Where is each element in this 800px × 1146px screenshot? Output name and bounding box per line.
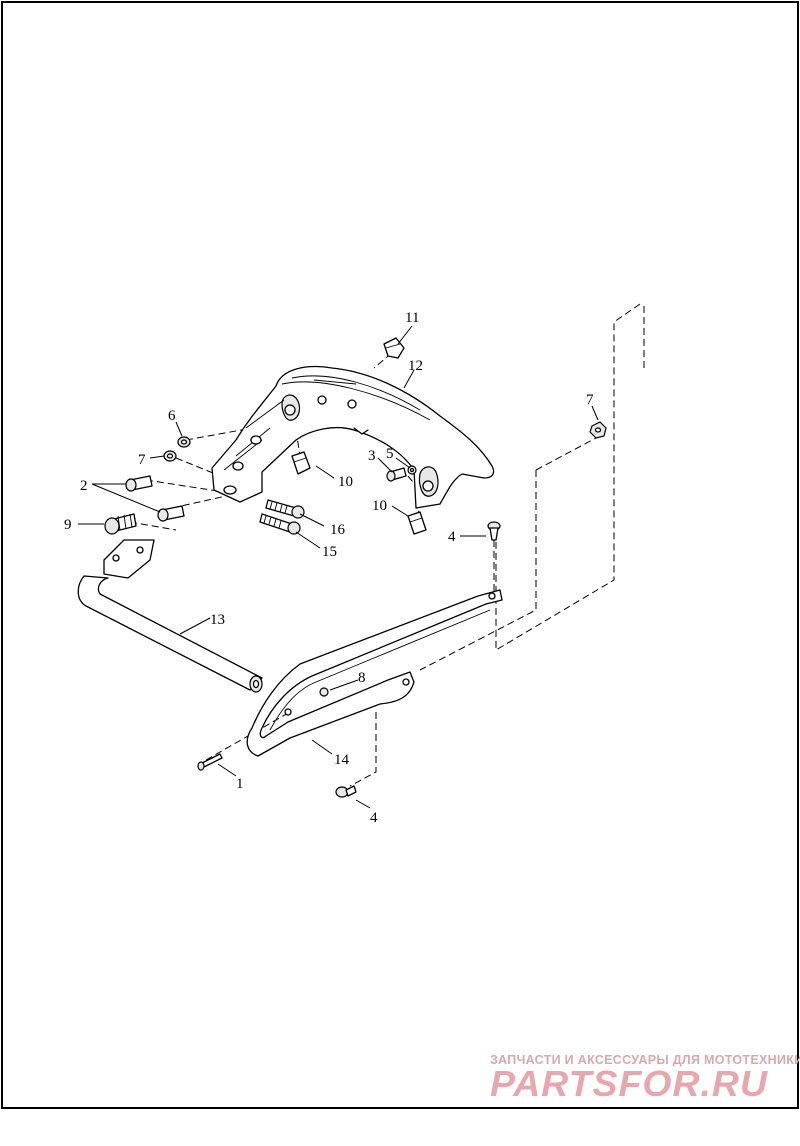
callout-6: 6 <box>168 408 176 424</box>
side-bracket-12 <box>211 365 495 509</box>
callout-16: 16 <box>330 522 346 538</box>
callout-7-left: 7 <box>138 452 146 468</box>
callout-10-upper: 10 <box>338 474 353 490</box>
washer-7-left <box>163 450 177 462</box>
callout-2: 2 <box>80 478 88 494</box>
callout-5: 5 <box>386 446 394 462</box>
bolt-15 <box>259 513 301 535</box>
clip-nut-11 <box>383 337 405 359</box>
watermark: ЗАПЧАСТИ И АКСЕССУАРЫ ДЛЯ МОТОТЕХНИКИ PA… <box>490 1053 800 1104</box>
assembly-lines <box>129 303 645 787</box>
watermark-logo: PARTSFOR.RU <box>490 1063 768 1104</box>
nut-7-right <box>589 421 607 439</box>
callout-labels: 11 12 6 7 2 9 3 5 10 10 4 7 16 15 13 8 1… <box>64 310 594 826</box>
diagram-frame <box>1 1 799 1109</box>
callout-3: 3 <box>368 448 376 464</box>
speed-nut-10-upper <box>291 451 311 475</box>
callout-14: 14 <box>334 752 350 768</box>
screw-4-lower <box>335 785 357 798</box>
spacer-8 <box>319 687 329 697</box>
callout-8: 8 <box>358 670 366 686</box>
speed-nut-10-lower <box>407 511 427 535</box>
callout-1: 1 <box>236 776 244 792</box>
callout-13: 13 <box>210 612 225 628</box>
callout-10-lower: 10 <box>372 498 387 514</box>
screw-3 <box>386 467 407 482</box>
screw-4-upper <box>487 521 501 541</box>
callout-12: 12 <box>408 358 423 374</box>
screw-2-lower <box>157 505 185 522</box>
callout-9: 9 <box>64 517 72 533</box>
screw-2-upper <box>125 475 153 492</box>
screw-1 <box>197 753 223 771</box>
nut-6 <box>177 436 191 448</box>
callout-15: 15 <box>322 544 337 560</box>
callout-7-right: 7 <box>586 392 594 408</box>
callout-4-lower: 4 <box>370 810 378 826</box>
bolt-16 <box>265 499 305 519</box>
callout-4-upper: 4 <box>448 529 456 545</box>
leader-lines <box>78 325 599 809</box>
support-rod-13 <box>77 539 263 693</box>
flange-bolt-9 <box>104 513 137 535</box>
watermark-caption: ЗАПЧАСТИ И АКСЕССУАРЫ ДЛЯ МОТОТЕХНИКИ <box>490 1053 800 1067</box>
callout-11: 11 <box>405 310 419 326</box>
guard-rail-14 <box>246 589 503 757</box>
